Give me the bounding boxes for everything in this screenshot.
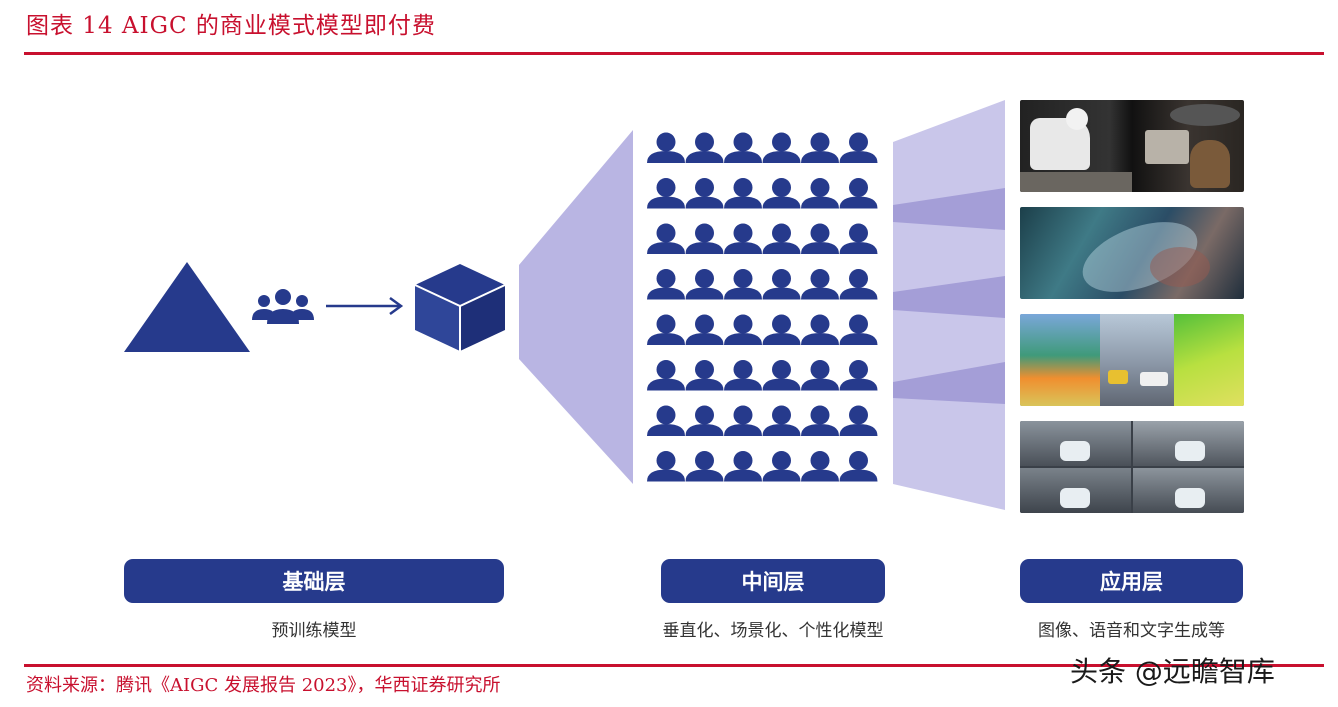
person-icon — [839, 360, 878, 391]
person-icon — [647, 223, 685, 254]
person-icon — [724, 223, 762, 254]
person-icon — [647, 405, 685, 436]
person-icon — [801, 360, 839, 391]
people-grid — [647, 132, 878, 482]
person-icon — [762, 405, 801, 436]
person-icon — [685, 451, 724, 482]
person-icon — [685, 223, 724, 254]
person-icon — [801, 451, 839, 482]
person-icon — [839, 178, 878, 209]
person-icon — [724, 405, 762, 436]
person-icon — [685, 178, 724, 209]
person-icon — [647, 451, 685, 482]
cube-icon — [414, 264, 506, 351]
right-branch-band — [893, 188, 1005, 230]
layer-pill-middle: 中间层 — [661, 559, 885, 603]
person-icon — [685, 405, 724, 436]
layer-desc-application: 图像、语音和文字生成等 — [1038, 621, 1225, 641]
person-icon — [685, 269, 724, 300]
person-icon — [762, 451, 801, 482]
triangle-icon — [124, 262, 250, 352]
watermark: 头条 @远瞻智库 — [1070, 655, 1275, 688]
thumbnail-abstract-art — [1020, 207, 1244, 299]
person-icon — [724, 314, 762, 345]
person-icon — [762, 360, 801, 391]
person-icon — [762, 132, 801, 163]
person-icon — [724, 360, 762, 391]
person-icon — [839, 405, 878, 436]
person-icon — [801, 314, 839, 345]
person-icon — [839, 223, 878, 254]
layer-desc-base: 预训练模型 — [271, 621, 357, 641]
right-branch-band — [893, 276, 1005, 318]
left-funnel-band — [519, 130, 633, 484]
person-icon — [839, 451, 878, 482]
people-group-icon — [252, 289, 314, 324]
layer-desc-middle: 垂直化、场景化、个性化模型 — [662, 621, 884, 641]
layer-pill-base: 基础层 — [124, 559, 504, 603]
person-icon — [801, 132, 839, 163]
person-icon — [724, 451, 762, 482]
person-icon — [762, 269, 801, 300]
person-icon — [801, 269, 839, 300]
person-icon — [724, 132, 762, 163]
thumbnail-astronaut-horse — [1020, 100, 1244, 192]
person-icon — [724, 269, 762, 300]
right-branch-band — [893, 362, 1005, 404]
person-icon — [762, 178, 801, 209]
person-icon — [647, 314, 685, 345]
person-icon — [685, 132, 724, 163]
person-icon — [724, 178, 762, 209]
person-icon — [839, 132, 878, 163]
arrow-right-icon — [326, 296, 404, 316]
layer-pill-application: 应用层 — [1020, 559, 1243, 603]
person-icon — [801, 405, 839, 436]
figure-title: 图表 14 AIGC 的商业模式模型即付费 — [26, 13, 436, 39]
bottom-rule — [24, 664, 1324, 667]
thumbnail-street-segmentation — [1020, 314, 1244, 406]
person-icon — [762, 223, 801, 254]
person-icon — [801, 223, 839, 254]
source-note: 资料来源：腾讯《AIGC 发展报告 2023》，华西证券研究所 — [26, 675, 501, 696]
person-icon — [647, 360, 685, 391]
thumbnail-driving-grid — [1020, 421, 1244, 513]
person-icon — [839, 269, 878, 300]
person-icon — [647, 269, 685, 300]
person-icon — [685, 360, 724, 391]
person-icon — [801, 178, 839, 209]
person-icon — [762, 314, 801, 345]
person-icon — [685, 314, 724, 345]
person-icon — [647, 178, 685, 209]
person-icon — [839, 314, 878, 345]
top-rule — [24, 52, 1324, 55]
person-icon — [647, 132, 685, 163]
